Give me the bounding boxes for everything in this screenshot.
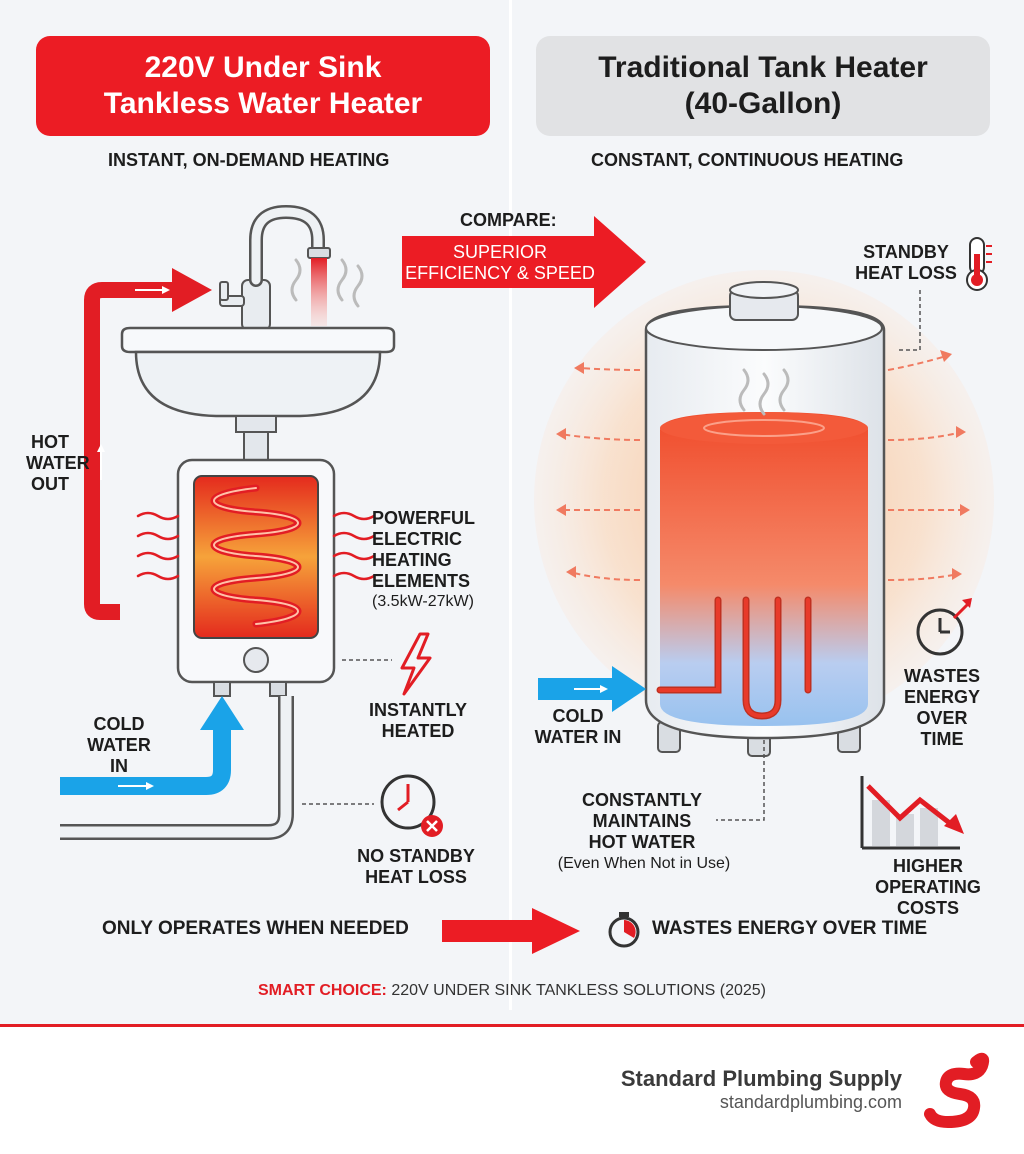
tank-cold-water-label: COLD WATER IN (524, 706, 632, 748)
tank-cold-line1: COLD (552, 706, 604, 726)
standby-heat-loss-label: STANDBY HEAT LOSS (848, 242, 964, 284)
faucet-icon (219, 204, 331, 331)
elements-range: (3.5kW-27kW) (372, 593, 474, 610)
compare-arrow (402, 216, 646, 308)
sink-basin (120, 326, 396, 461)
operating-costs-label: HIGHER OPERATING COSTS (848, 856, 1008, 919)
bottom-arrow (442, 908, 580, 954)
maintains-line2: MAINTAINS (592, 811, 692, 831)
wastes-line1: WASTES (903, 666, 980, 686)
smart-choice-text: 220V UNDER SINK TANKLESS SOLUTIONS (2025… (386, 982, 766, 999)
hot-water-out-label: HOT WATER OUT (26, 432, 90, 495)
wastes-line2: ENERGY (903, 687, 981, 707)
declining-chart-icon (860, 776, 964, 850)
instantly-heated-label: INSTANTLY HEATED (358, 700, 478, 742)
smart-choice-line: SMART CHOICE: 220V UNDER SINK TANKLESS S… (0, 982, 1024, 1000)
only-operates-label: ONLY OPERATES WHEN NEEDED (102, 918, 409, 939)
costs-line2: OPERATING COSTS (875, 877, 981, 918)
clock-arrow-icon (916, 598, 972, 656)
elements-line2: ELECTRIC (372, 529, 462, 549)
compare-arrow-line1: SUPERIOR (452, 242, 548, 262)
heater-comparison-illustration (60, 204, 994, 954)
standby-line2: HEAT LOSS (855, 263, 957, 283)
maintains-line3: HOT WATER (588, 832, 696, 852)
elements-line3: HEATING (372, 550, 452, 570)
instantly-line2: HEATED (381, 721, 455, 741)
heat-waves-left (136, 511, 376, 581)
steam-icon (290, 258, 364, 308)
constantly-maintains-label: CONSTANTLY MAINTAINS HOT WATER (560, 790, 724, 853)
wastes-energy-label: WASTES ENERGY OVER TIME (896, 666, 988, 750)
cold-water-in-line3: IN (110, 756, 128, 776)
right-title-line1: Traditional Tank Heater (598, 51, 928, 84)
wastes-line4: TIME (920, 729, 964, 749)
heat-loss-arrowheads (556, 350, 970, 580)
hot-water-out-line3: OUT (31, 474, 69, 494)
lightning-icon (400, 632, 432, 696)
brand-url: standardplumbing.com (719, 1092, 902, 1112)
instantly-line1: INSTANTLY (368, 700, 467, 720)
outlet-pipe (60, 696, 294, 840)
smart-choice-prefix: SMART CHOICE: (258, 982, 387, 999)
right-title-line2: (40-Gallon) (684, 87, 842, 120)
hot-water-pipe (84, 268, 212, 620)
no-standby-line2: HEAT LOSS (365, 867, 467, 887)
heating-elements-label: POWERFUL ELECTRIC HEATING ELEMENTS (3.5k… (372, 508, 475, 612)
wastes-energy-bottom-label: WASTES ENERGY OVER TIME (652, 918, 928, 939)
left-title-banner: 220V Under Sink Tankless Water Heater (36, 36, 490, 136)
storage-tank (644, 281, 886, 757)
elements-line4: ELEMENTS (372, 571, 471, 591)
left-title-line1: 220V Under Sink (144, 51, 382, 84)
cold-water-pipe (60, 696, 244, 795)
maintains-line1: CONSTANTLY (581, 790, 702, 810)
compare-label: COMPARE: (460, 210, 557, 230)
tank-cold-inlet-arrow (538, 666, 646, 712)
cold-water-in-label: COLD WATER IN (80, 714, 158, 777)
center-divider (509, 0, 512, 1010)
clock-x-icon (380, 774, 443, 837)
hot-water-out-line2: WATER (26, 453, 90, 473)
costs-line1: HIGHER (892, 856, 963, 876)
brand-logo-icon (924, 1052, 990, 1128)
standby-line1: STANDBY (863, 242, 949, 262)
cold-water-in-line2: WATER (87, 735, 151, 755)
tank-cold-line2: WATER IN (534, 727, 622, 747)
tank-steam-icon (738, 368, 790, 416)
tankless-heater-unit (176, 458, 336, 697)
no-standby-label: NO STANDBY HEAT LOSS (346, 846, 486, 888)
no-standby-line1: NO STANDBY (357, 846, 475, 866)
maintains-note: (Even When Not in Use) (557, 855, 731, 872)
right-title-banner: Traditional Tank Heater (40-Gallon) (536, 36, 990, 136)
compare-arrow-line2: EFFICIENCY & SPEED (405, 263, 595, 283)
brand-name: Standard Plumbing Supply (620, 1066, 902, 1091)
timer-icon (608, 912, 640, 948)
cold-water-in-line1: COLD (93, 714, 145, 734)
wastes-line3: OVER (916, 708, 968, 728)
elements-line1: POWERFUL (372, 508, 475, 528)
thermometer-icon (966, 237, 992, 291)
footer-band (0, 1024, 1024, 1154)
left-subtitle: INSTANT, ON-DEMAND HEATING (108, 150, 390, 170)
right-subtitle: CONSTANT, CONTINUOUS HEATING (591, 150, 904, 170)
compare-arrow-text: SUPERIOR EFFICIENCY & SPEED (404, 242, 596, 284)
hot-water-out-line1: HOT (31, 432, 69, 452)
left-title-line2: Tankless Water Heater (103, 87, 423, 120)
